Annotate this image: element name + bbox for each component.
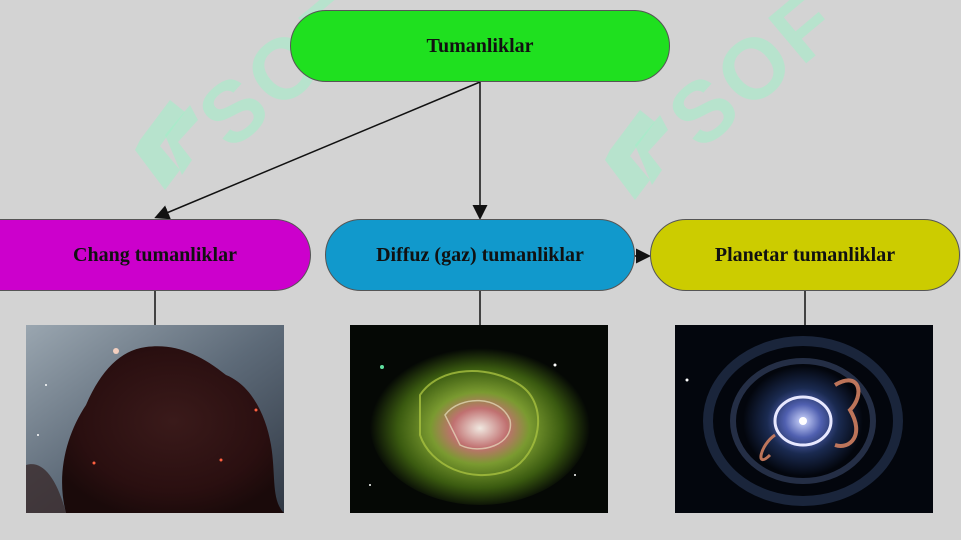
cats-eye-nebula-photo — [675, 325, 933, 513]
planetar-node-label: Planetar tumanliklar — [714, 243, 896, 266]
root-node: Tumanliklar — [290, 10, 670, 82]
root-node-label: Tumanliklar — [426, 34, 534, 57]
diffuz-node: Diffuz (gaz) tumanliklar — [325, 219, 635, 291]
chang-node-label: Chang tumanliklar — [73, 243, 237, 266]
watermark-logo-icon — [605, 110, 668, 200]
chang-node: Chang tumanliklar — [0, 219, 311, 291]
planetar-node: Planetar tumanliklar — [650, 219, 960, 291]
horsehead-nebula-photo — [26, 325, 284, 513]
green-emission-nebula-photo — [350, 325, 608, 513]
watermark-logo-icon — [135, 100, 198, 190]
diffuz-node-label: Diffuz (gaz) tumanliklar — [376, 243, 584, 266]
arrow-root-to-chang — [154, 81, 481, 220]
